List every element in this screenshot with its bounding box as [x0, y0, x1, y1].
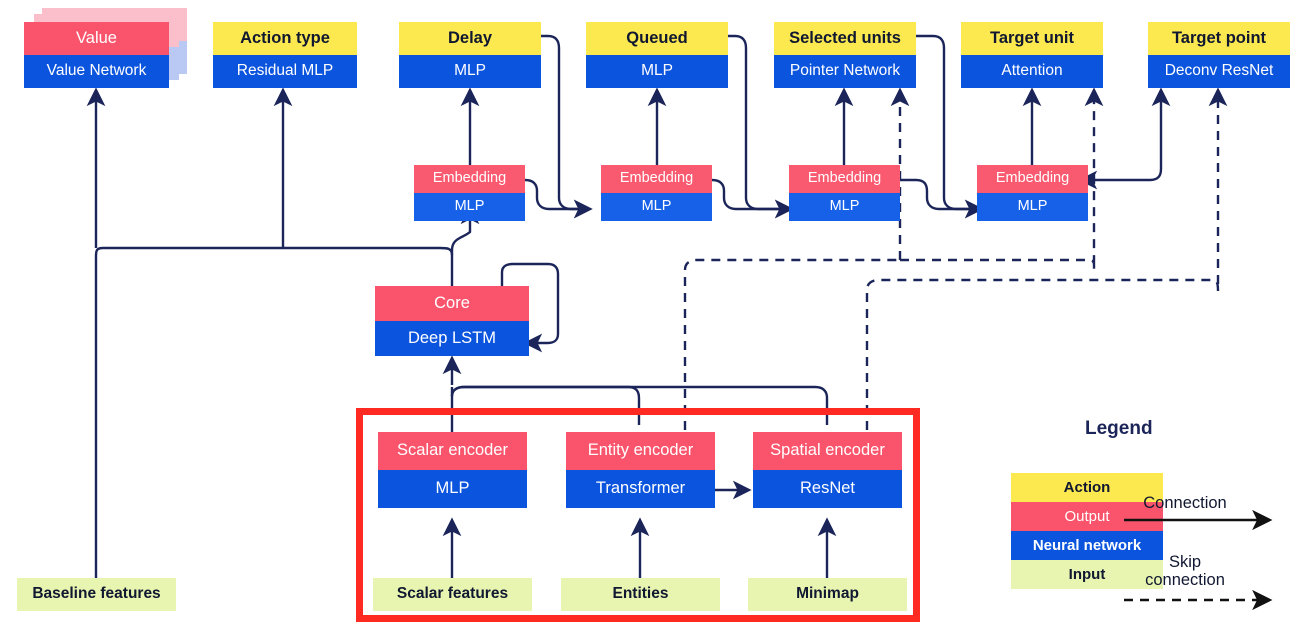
core-bottom-label: Deep LSTM [375, 321, 529, 356]
legend-swatch-neural-network: Neural network [1011, 531, 1163, 560]
legend-swatch-output: Output [1011, 502, 1163, 531]
input-scalar-features[interactable]: Scalar features [373, 578, 532, 611]
wire-skip-entity-run [683, 258, 900, 430]
embedding-4-top-label: Embedding [977, 165, 1088, 193]
encoder-scalar-bottom-label: MLP [378, 470, 527, 508]
head-target-point-top-label: Target point [1148, 22, 1290, 55]
head-target-unit-bottom-label: Attention [961, 55, 1103, 88]
legend-connection-label: Connection [1143, 494, 1227, 512]
input-baseline-features-label: Baseline features [17, 578, 176, 611]
core-block[interactable]: Core Deep LSTM [375, 286, 529, 356]
embedding-3-bottom-label: MLP [789, 193, 900, 221]
embedding-1-bottom-label: MLP [414, 193, 525, 221]
input-scalar-features-label: Scalar features [373, 578, 532, 611]
encoder-spatial[interactable]: Spatial encoder ResNet [753, 432, 902, 508]
embedding-4[interactable]: Embedding MLP [977, 165, 1088, 221]
wire-embedding-4-to-target-point [1088, 87, 1171, 182]
wire-core-bus-left [94, 246, 454, 257]
head-delay-bottom-label: MLP [399, 55, 541, 88]
embedding-2-bottom-label: MLP [601, 193, 712, 221]
encoder-entity-bottom-label: Transformer [566, 470, 715, 508]
encoder-entity-top-label: Entity encoder [566, 432, 715, 470]
head-queued-bottom-label: MLP [586, 55, 728, 88]
encoder-entity[interactable]: Entity encoder Transformer [566, 432, 715, 508]
head-value-top-label: Value [24, 22, 169, 55]
encoder-highlight-frame [356, 408, 920, 622]
embedding-1[interactable]: Embedding MLP [414, 165, 525, 221]
head-target-point-bottom-label: Deconv ResNet [1148, 55, 1290, 88]
head-target-unit-top-label: Target unit [961, 22, 1103, 55]
head-queued[interactable]: Queued MLP [586, 22, 728, 88]
embedding-1-top-label: Embedding [414, 165, 525, 193]
input-baseline-features[interactable]: Baseline features [17, 578, 176, 611]
core-top-label: Core [375, 286, 529, 321]
embedding-3-top-label: Embedding [789, 165, 900, 193]
legend-swatch-input: Input [1011, 560, 1163, 589]
embedding-4-bottom-label: MLP [977, 193, 1088, 221]
input-minimap[interactable]: Minimap [748, 578, 907, 611]
legend-swatch-stack: Action Output Neural network Input [1011, 473, 1163, 589]
head-value-bottom-label: Value Network [24, 55, 169, 88]
head-delay-top-label: Delay [399, 22, 541, 55]
head-target-unit[interactable]: Target unit Attention [961, 22, 1103, 88]
input-entities[interactable]: Entities [561, 578, 720, 611]
wire-skip-spatial-to-target-point [865, 87, 1228, 430]
head-queued-top-label: Queued [586, 22, 728, 55]
wire-embedding-3-to-embedding-4 [900, 178, 984, 219]
head-action-type-bottom-label: Residual MLP [213, 55, 357, 88]
input-minimap-label: Minimap [748, 578, 907, 611]
legend-swatch-action: Action [1011, 473, 1163, 502]
encoder-scalar[interactable]: Scalar encoder MLP [378, 432, 527, 508]
encoder-spatial-bottom-label: ResNet [753, 470, 902, 508]
head-selected-units[interactable]: Selected units Pointer Network [774, 22, 916, 88]
legend-title: Legend [1085, 418, 1153, 439]
encoder-scalar-top-label: Scalar encoder [378, 432, 527, 470]
head-target-point[interactable]: Target point Deconv ResNet [1148, 22, 1290, 88]
legend-skip-label-line1: Skip [1168, 553, 1202, 571]
head-action-type-top-label: Action type [213, 22, 357, 55]
wire-skip-entity-base [685, 259, 900, 430]
input-entities-label: Entities [561, 578, 720, 611]
head-action-type[interactable]: Action type Residual MLP [213, 22, 357, 88]
legend-skip-label-line2: connection [1145, 571, 1225, 589]
embedding-2-top-label: Embedding [601, 165, 712, 193]
embedding-3[interactable]: Embedding MLP [789, 165, 900, 221]
head-selected-units-bottom-label: Pointer Network [774, 55, 916, 88]
head-delay[interactable]: Delay MLP [399, 22, 541, 88]
head-value[interactable]: Value Value Network [24, 22, 169, 88]
encoder-spatial-top-label: Spatial encoder [753, 432, 902, 470]
head-selected-units-top-label: Selected units [774, 22, 916, 55]
embedding-2[interactable]: Embedding MLP [601, 165, 712, 221]
